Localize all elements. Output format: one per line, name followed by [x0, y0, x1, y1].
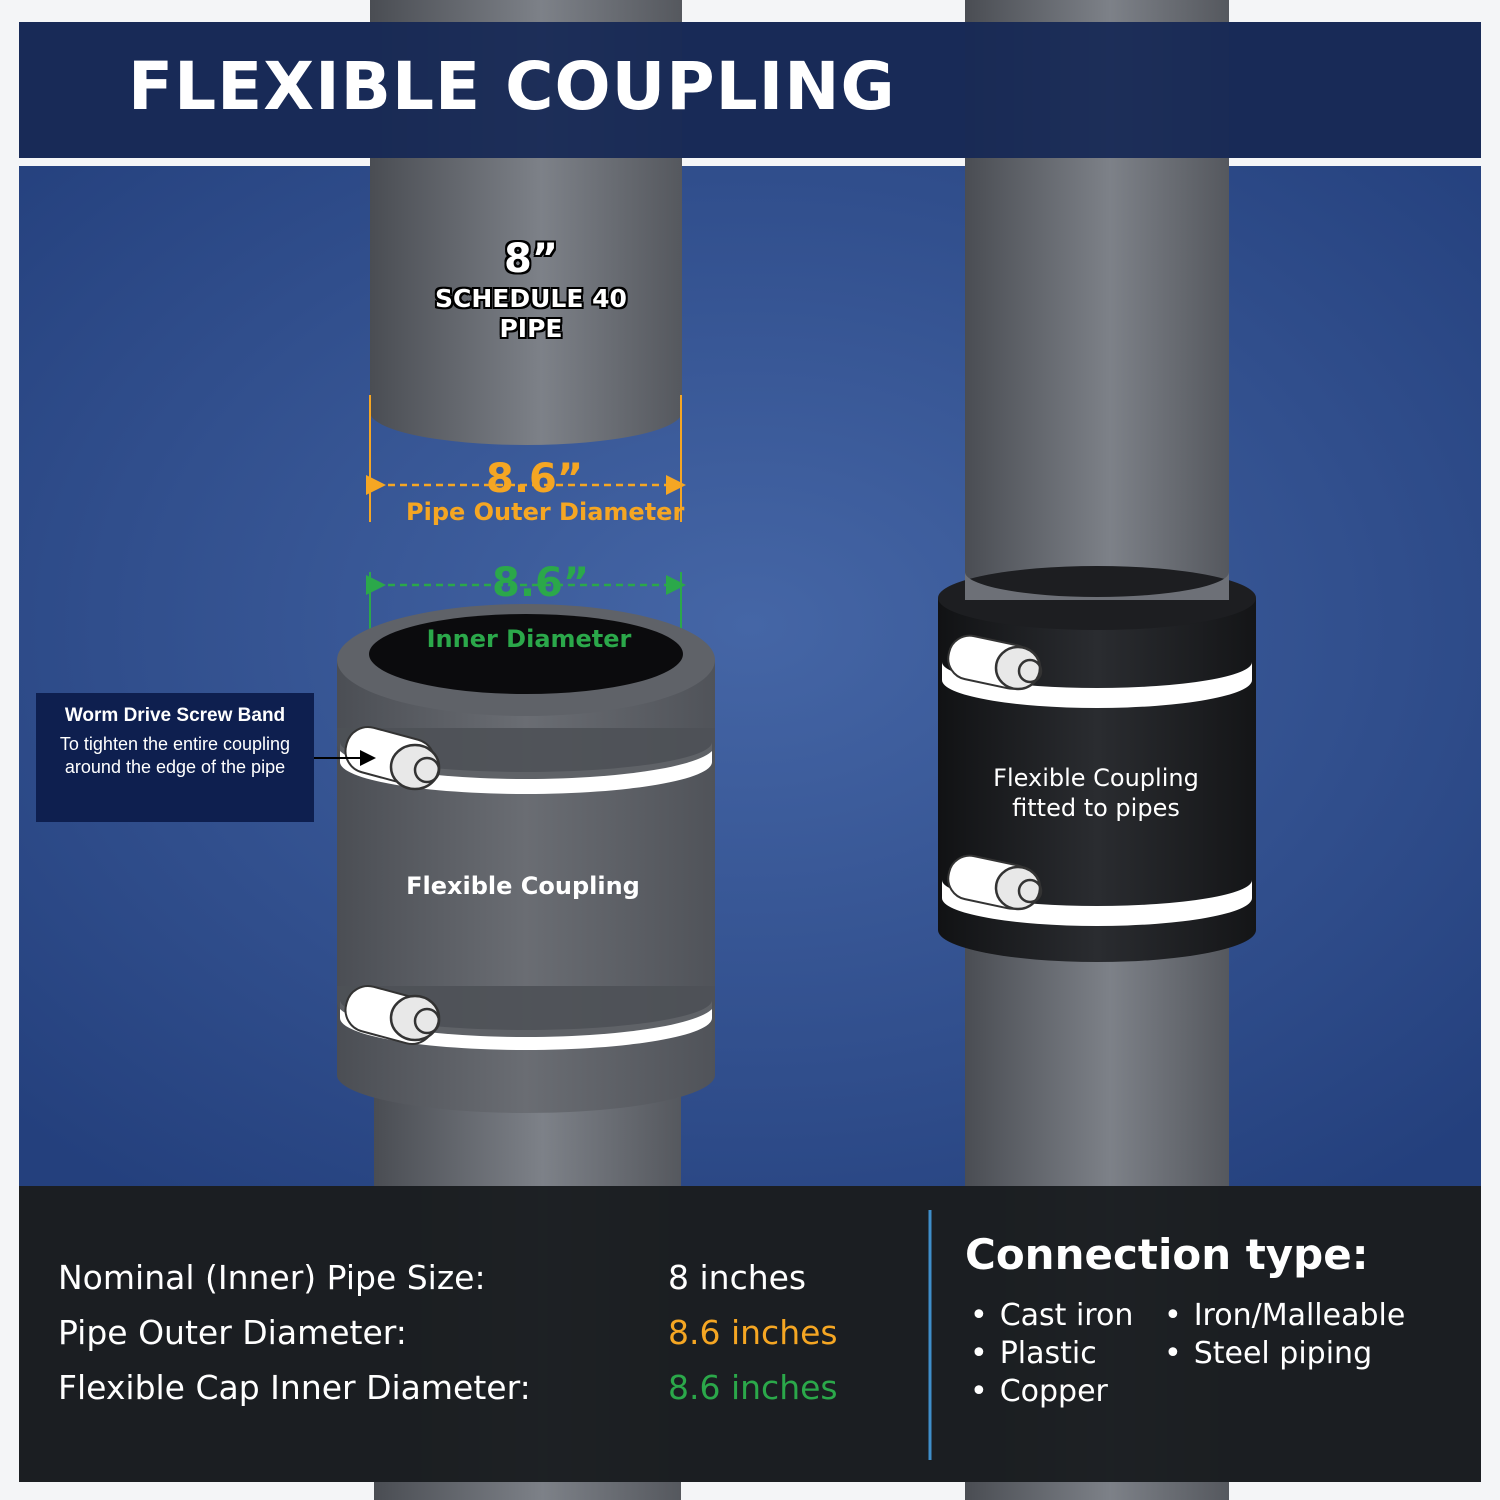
connection-item: Plastic [970, 1336, 1097, 1371]
spec-panel [19, 1186, 1481, 1482]
fitted-label-line2: fitted to pipes [1012, 794, 1180, 822]
connection-item: Iron/Malleable [1164, 1298, 1406, 1333]
spec-value-outer: 8.6 inches [668, 1313, 838, 1352]
inner-diameter-value: 8.6” [492, 560, 590, 606]
callout-title: Worm Drive Screw Band [64, 705, 286, 726]
pipe-size-label: 8” [503, 236, 559, 282]
connection-item: Copper [970, 1374, 1108, 1409]
outer-diameter-label: Pipe Outer Diameter [406, 498, 685, 526]
right-worm-screw-bottom [947, 854, 1043, 911]
spec-label-outer: Pipe Outer Diameter: [58, 1313, 407, 1352]
right-coupling [938, 566, 1256, 962]
worm-screw-bottom [344, 985, 441, 1045]
page-title: FLEXIBLE COUPLING [128, 48, 896, 125]
blue-panel [19, 166, 1481, 1186]
connection-item: Cast iron [970, 1298, 1134, 1333]
pipe-schedule-label: SCHEDULE 40 [435, 284, 627, 313]
connection-item: Steel piping [1164, 1336, 1372, 1371]
fitted-coupling-label: Flexible Coupling fitted to pipes [940, 763, 1252, 823]
header-bar [19, 22, 1481, 158]
outer-diameter-value: 8.6” [486, 456, 584, 502]
spec-value-nominal: 8 inches [668, 1258, 807, 1297]
right-worm-screw-top [947, 634, 1043, 691]
worm-screw-top [344, 726, 441, 791]
pipe-word-label: PIPE [499, 314, 563, 343]
connection-title: Connection type: [965, 1230, 1369, 1279]
left-coupling [337, 604, 715, 1113]
spec-label-nominal: Nominal (Inner) Pipe Size: [58, 1258, 486, 1297]
inner-diameter-label: Inner Diameter [426, 625, 632, 653]
callout-description: To tighten the entire coupling around th… [59, 734, 291, 777]
spec-value-inner: 8.6 inches [668, 1368, 838, 1407]
fitted-label-line1: Flexible Coupling [993, 764, 1199, 792]
coupling-label: Flexible Coupling [406, 872, 640, 900]
worm-drive-callout: Worm Drive Screw Band To tighten the ent… [36, 693, 314, 822]
spec-label-inner: Flexible Cap Inner Diameter: [58, 1368, 531, 1407]
